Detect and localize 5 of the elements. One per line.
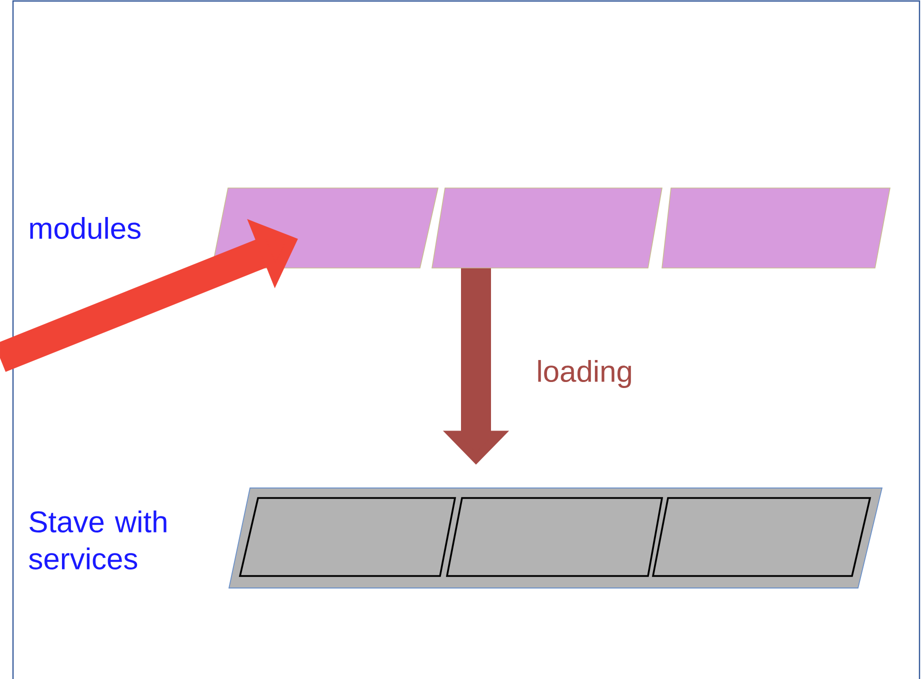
- module-parallelogram: [662, 188, 890, 268]
- module-parallelogram: [432, 188, 662, 268]
- edge-label: loading: [538, 360, 631, 388]
- row-label: modules: [30, 216, 140, 240]
- row-label: Stave with services: [29, 510, 166, 570]
